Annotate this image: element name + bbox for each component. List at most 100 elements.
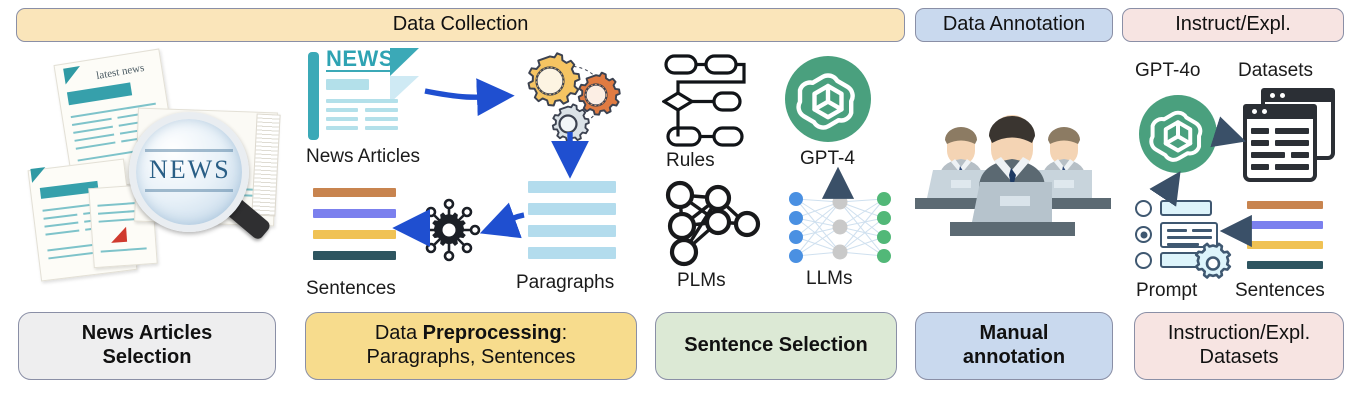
paragraph-bar xyxy=(528,181,616,193)
gear-orange xyxy=(577,71,621,116)
input-nodes xyxy=(789,192,803,263)
caption-gpt4: GPT-4 xyxy=(800,148,855,169)
news-doc-block xyxy=(326,79,369,90)
panel-text: Data Preprocessing: Paragraphs, Sentence… xyxy=(306,322,636,369)
news-doc-title-underline xyxy=(326,70,390,72)
caption-sentences-right: Sentences xyxy=(1235,280,1325,301)
caption-datasets: Datasets xyxy=(1238,60,1313,81)
radio-unselected[interactable] xyxy=(1135,252,1152,269)
sentence-bar xyxy=(313,230,396,239)
paragraph-bar xyxy=(528,203,616,215)
top-stage-instruct-expl[interactable]: Instruct/Expl. xyxy=(1122,8,1344,42)
panel-line-1: Instruction/Expl. xyxy=(1167,322,1311,345)
sentence-bar xyxy=(313,188,396,197)
annotators-svg xyxy=(915,115,1111,236)
gear-grey xyxy=(551,103,590,143)
sheet-text-line xyxy=(73,125,113,134)
sheet-corner-red xyxy=(110,226,128,243)
paragraph-bar xyxy=(528,225,616,237)
panel-text: Sentence Selection xyxy=(656,334,896,358)
sentence-bar xyxy=(313,209,396,218)
magnifier-news-word: NEWS xyxy=(149,155,231,184)
panel-line-2: Paragraphs, Sentences xyxy=(366,346,576,368)
bottom-stage-data-preprocessing[interactable]: Data Preprocessing: Paragraphs, Sentence… xyxy=(305,312,637,380)
caption-paragraphs: Paragraphs xyxy=(516,272,615,293)
prompt-text-line xyxy=(1167,243,1199,246)
top-stage-data-annotation[interactable]: Data Annotation xyxy=(915,8,1113,42)
news-doc-line xyxy=(365,108,398,112)
caption-llms: LLMs xyxy=(806,268,853,289)
bottom-stage-instruction-expl-datasets[interactable]: Instruction/Expl. Datasets xyxy=(1134,312,1344,380)
panel-line-1-suffix: : xyxy=(561,322,568,345)
caption-news-articles: News Articles xyxy=(306,146,421,167)
sentence-bar xyxy=(1247,241,1323,249)
caption-prompt: Prompt xyxy=(1136,280,1198,301)
prompt-text-line xyxy=(1167,229,1187,232)
radio-unselected[interactable] xyxy=(1135,200,1152,217)
sheet-text-line xyxy=(43,213,78,220)
top-stage-data-collection[interactable]: Data Collection xyxy=(16,8,905,42)
prompt-gear-icon xyxy=(1194,242,1232,279)
caption-plms: PLMs xyxy=(677,270,726,291)
magnifier-inner-rule xyxy=(145,149,233,152)
sheet-headline xyxy=(66,82,133,106)
rules-svg xyxy=(660,54,746,147)
gear-yellow xyxy=(527,52,581,107)
dataset-row xyxy=(1291,152,1309,158)
sheet-corner-triangle xyxy=(30,167,47,183)
rules-icon xyxy=(660,52,754,148)
sheet-text-line xyxy=(100,247,147,253)
caption-gpt4o: GPT-4o xyxy=(1135,60,1201,81)
openai-logo-svg xyxy=(1139,95,1217,173)
panel-text: Instruction/Expl. Datasets xyxy=(1135,322,1343,369)
top-stage-label: Instruct/Expl. xyxy=(1175,13,1291,36)
news-doc-line xyxy=(326,99,398,103)
panel-line-1: Sentence Selection xyxy=(684,334,868,357)
panel-text: News Articles Selection xyxy=(19,322,275,369)
splitter-svg xyxy=(417,198,481,262)
news-doc-spine xyxy=(308,52,319,140)
news-doc-line xyxy=(326,108,358,112)
panel-line-2: Datasets xyxy=(1199,346,1279,368)
panel-line-1-prefix: Data xyxy=(374,322,423,345)
panel-line-1: Manual xyxy=(979,322,1049,345)
panel-line-2: Selection xyxy=(102,346,192,368)
radio-dot xyxy=(1140,231,1147,238)
sentences-bars-left xyxy=(313,188,396,260)
news-document-icon: NEWS xyxy=(308,46,426,144)
plms-icon xyxy=(658,178,766,268)
bottom-stage-news-articles-selection[interactable]: News Articles Selection xyxy=(18,312,276,380)
gpt4-openai-icon xyxy=(785,56,871,142)
paragraphs-bars xyxy=(528,181,616,269)
hidden-nodes xyxy=(832,194,848,260)
prompt-field-top[interactable] xyxy=(1160,200,1212,216)
radio-selected[interactable] xyxy=(1135,226,1152,243)
datasets-icon xyxy=(1243,88,1335,184)
arrow-newsdoc-to-gears xyxy=(424,78,515,117)
panel-line-1-emphasis: Preprocessing xyxy=(422,322,562,345)
sheet-text-line xyxy=(75,141,116,150)
annotators-icon xyxy=(905,110,1120,250)
dataset-row xyxy=(1275,140,1309,146)
sentence-bar xyxy=(1247,261,1323,269)
bottom-stage-manual-annotation[interactable]: Manual annotation xyxy=(915,312,1113,380)
sentence-bar xyxy=(313,251,396,260)
gears-icon xyxy=(512,48,622,144)
sheet-text-line xyxy=(71,117,112,126)
panel-line-1: News Articles xyxy=(81,322,213,345)
dataset-row xyxy=(1275,128,1309,134)
gpt4o-openai-icon xyxy=(1139,95,1217,173)
llms-icon xyxy=(785,190,895,264)
prompt-icon xyxy=(1135,198,1232,279)
sheet-text-line xyxy=(45,229,80,236)
dataset-window-front-titlebar xyxy=(1243,104,1317,119)
gears-svg xyxy=(527,52,621,143)
news-doc-title: NEWS xyxy=(326,46,394,71)
news-doc-line xyxy=(365,117,398,121)
bottom-stage-sentence-selection[interactable]: Sentence Selection xyxy=(655,312,897,380)
top-stage-label: Data Annotation xyxy=(942,13,1086,36)
window-dot xyxy=(1252,109,1257,114)
arrow-prompt-to-gpt4o xyxy=(1149,171,1181,207)
sentences-bars-right xyxy=(1247,201,1323,269)
